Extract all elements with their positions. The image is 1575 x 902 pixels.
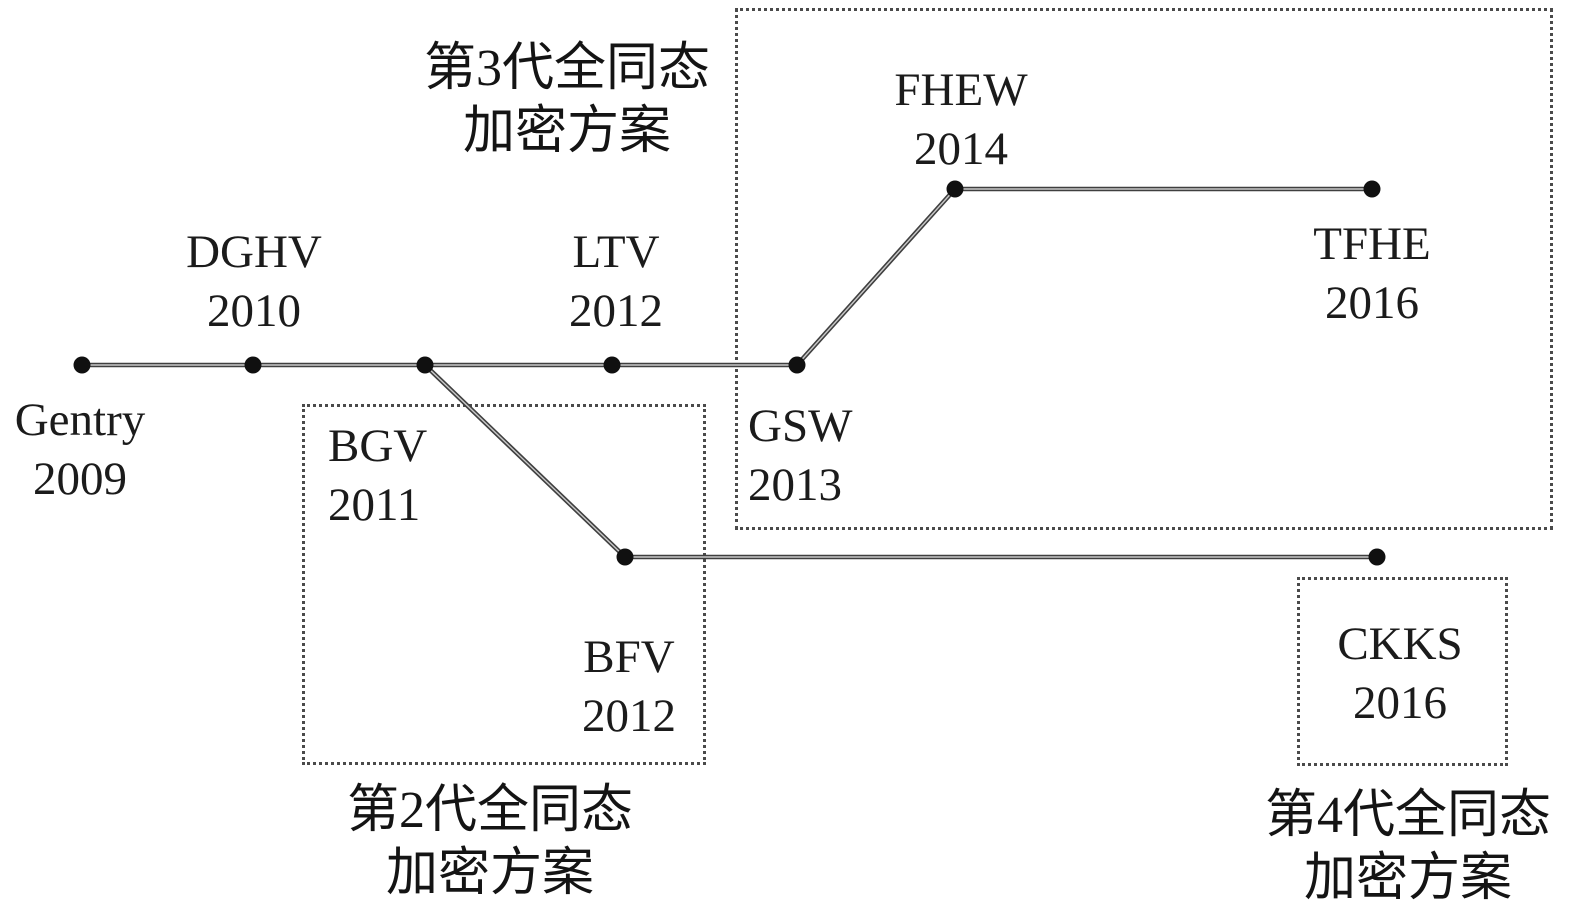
node-name-ltv: LTV bbox=[572, 226, 660, 278]
node-label-ltv: LTV 2012 bbox=[569, 223, 663, 341]
gen4-caption-line2: 加密方案 bbox=[1303, 850, 1513, 902]
node-name-dghv: DGHV bbox=[186, 226, 322, 278]
dot-gsw bbox=[788, 356, 806, 374]
node-label-gentry: Gentry 2009 bbox=[15, 391, 146, 509]
node-year-ckks: 2016 bbox=[1353, 677, 1447, 729]
node-year-gsw: 2013 bbox=[748, 459, 842, 511]
node-year-tfhe: 2016 bbox=[1325, 277, 1419, 329]
dot-gentry bbox=[73, 356, 91, 374]
dot-tfhe bbox=[1363, 180, 1381, 198]
node-name-gsw: GSW bbox=[748, 400, 853, 452]
gen3-caption-line2: 加密方案 bbox=[462, 103, 672, 160]
node-name-bfv: BFV bbox=[583, 631, 675, 683]
edge-bgv-bfv-highlight bbox=[424, 364, 626, 558]
node-name-bgv: BGV bbox=[328, 420, 428, 472]
gen2-caption-line1: 第2代全同态 bbox=[346, 782, 634, 839]
gen3-group-box bbox=[735, 8, 1553, 530]
node-name-gentry: Gentry bbox=[14, 394, 146, 446]
gen4-group-box bbox=[1297, 577, 1508, 766]
node-label-tfhe: TFHE 2016 bbox=[1313, 215, 1431, 333]
dot-fhew bbox=[946, 180, 964, 198]
node-year-fhew: 2014 bbox=[914, 123, 1008, 175]
gen2-caption-line2: 加密方案 bbox=[385, 845, 595, 902]
gen4-caption: 第4代全同态 加密方案 bbox=[1265, 784, 1551, 902]
node-year-dghv: 2010 bbox=[207, 285, 301, 337]
gen3-caption: 第3代全同态 加密方案 bbox=[424, 37, 710, 163]
node-year-gentry: 2009 bbox=[32, 453, 127, 505]
node-year-bfv: 2012 bbox=[582, 690, 676, 742]
node-label-ckks: CKKS 2016 bbox=[1337, 615, 1462, 733]
dot-dghv bbox=[244, 356, 262, 374]
node-label-gsw: GSW 2013 bbox=[748, 397, 852, 515]
node-label-dghv: DGHV 2010 bbox=[186, 223, 322, 341]
node-name-fhew: FHEW bbox=[894, 64, 1028, 116]
dot-ltv bbox=[603, 356, 621, 374]
node-name-ckks: CKKS bbox=[1337, 618, 1463, 670]
dot-ckks bbox=[1368, 548, 1386, 566]
node-name-tfhe: TFHE bbox=[1313, 218, 1431, 270]
node-label-bgv: BGV 2011 bbox=[328, 417, 427, 535]
node-label-fhew: FHEW 2014 bbox=[894, 61, 1027, 179]
edge-gsw-fhew-highlight bbox=[796, 188, 956, 366]
dot-bgv-branch bbox=[416, 356, 434, 374]
node-year-ltv: 2012 bbox=[569, 285, 663, 337]
node-label-bfv: BFV 2012 bbox=[582, 628, 676, 746]
gen4-caption-line1: 第4代全同态 bbox=[1264, 787, 1552, 844]
node-year-bgv: 2011 bbox=[328, 479, 421, 531]
gen2-group-box bbox=[302, 404, 706, 765]
gen2-caption: 第2代全同态 加密方案 bbox=[347, 779, 633, 902]
dot-bfv bbox=[616, 548, 634, 566]
gen3-caption-line1: 第3代全同态 bbox=[423, 40, 711, 97]
